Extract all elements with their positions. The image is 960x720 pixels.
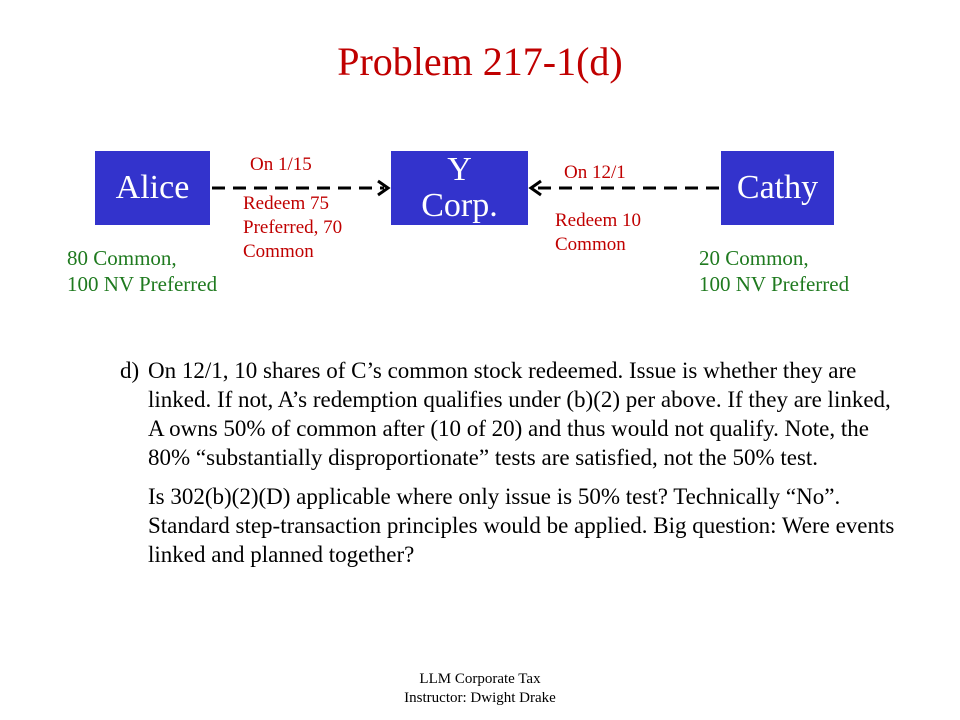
alice-box: Alice: [95, 151, 210, 225]
alice-label: Alice: [115, 169, 190, 206]
list-item-d: d) On 12/1, 10 shares of C’s common stoc…: [120, 356, 900, 472]
footer: LLM Corporate Tax Instructor: Dwight Dra…: [0, 670, 960, 708]
left-transaction-date: On 1/15: [250, 154, 312, 175]
left-transaction-detail: Redeem 75 Preferred, 70 Common: [243, 192, 342, 264]
y-corp-line-2: Corp.: [421, 187, 498, 224]
footer-instructor: Instructor: Dwight Drake: [404, 690, 556, 706]
alice-holdings: 80 Common, 100 NV Preferred: [67, 245, 217, 297]
y-corp-line-1: Y: [447, 151, 472, 188]
right-transaction-line: Common: [555, 234, 626, 255]
cathy-holdings-line: 20 Common,: [699, 246, 809, 270]
item-text: On 12/1, 10 shares of C’s common stock r…: [148, 358, 891, 470]
left-transaction-line: Preferred, 70: [243, 217, 343, 238]
cathy-box: Cathy: [721, 151, 834, 225]
cathy-holdings-line: 100 NV Preferred: [699, 272, 850, 296]
y-corp-box: Y Corp.: [391, 151, 528, 225]
arrow-cathy-to-y: [528, 179, 719, 197]
paragraph-2: Is 302(b)(2)(D) applicable where only is…: [148, 484, 895, 567]
body-text: d) On 12/1, 10 shares of C’s common stoc…: [120, 356, 900, 569]
left-transaction-line: Common: [243, 241, 314, 262]
arrow-alice-to-y: [212, 179, 391, 197]
cathy-label: Cathy: [736, 169, 819, 206]
item-label: d): [120, 358, 140, 383]
alice-holdings-line: 100 NV Preferred: [67, 272, 218, 296]
left-transaction-line: Redeem 75: [243, 193, 330, 214]
right-transaction-detail: Redeem 10 Common: [555, 209, 641, 257]
right-transaction-date: On 12/1: [564, 162, 626, 183]
right-transaction-line: Redeem 10: [555, 210, 642, 231]
footer-course: LLM Corporate Tax: [419, 671, 541, 687]
alice-holdings-line: 80 Common,: [67, 246, 177, 270]
slide-title: Problem 217-1(d): [337, 39, 623, 84]
cathy-holdings: 20 Common, 100 NV Preferred: [699, 245, 849, 297]
